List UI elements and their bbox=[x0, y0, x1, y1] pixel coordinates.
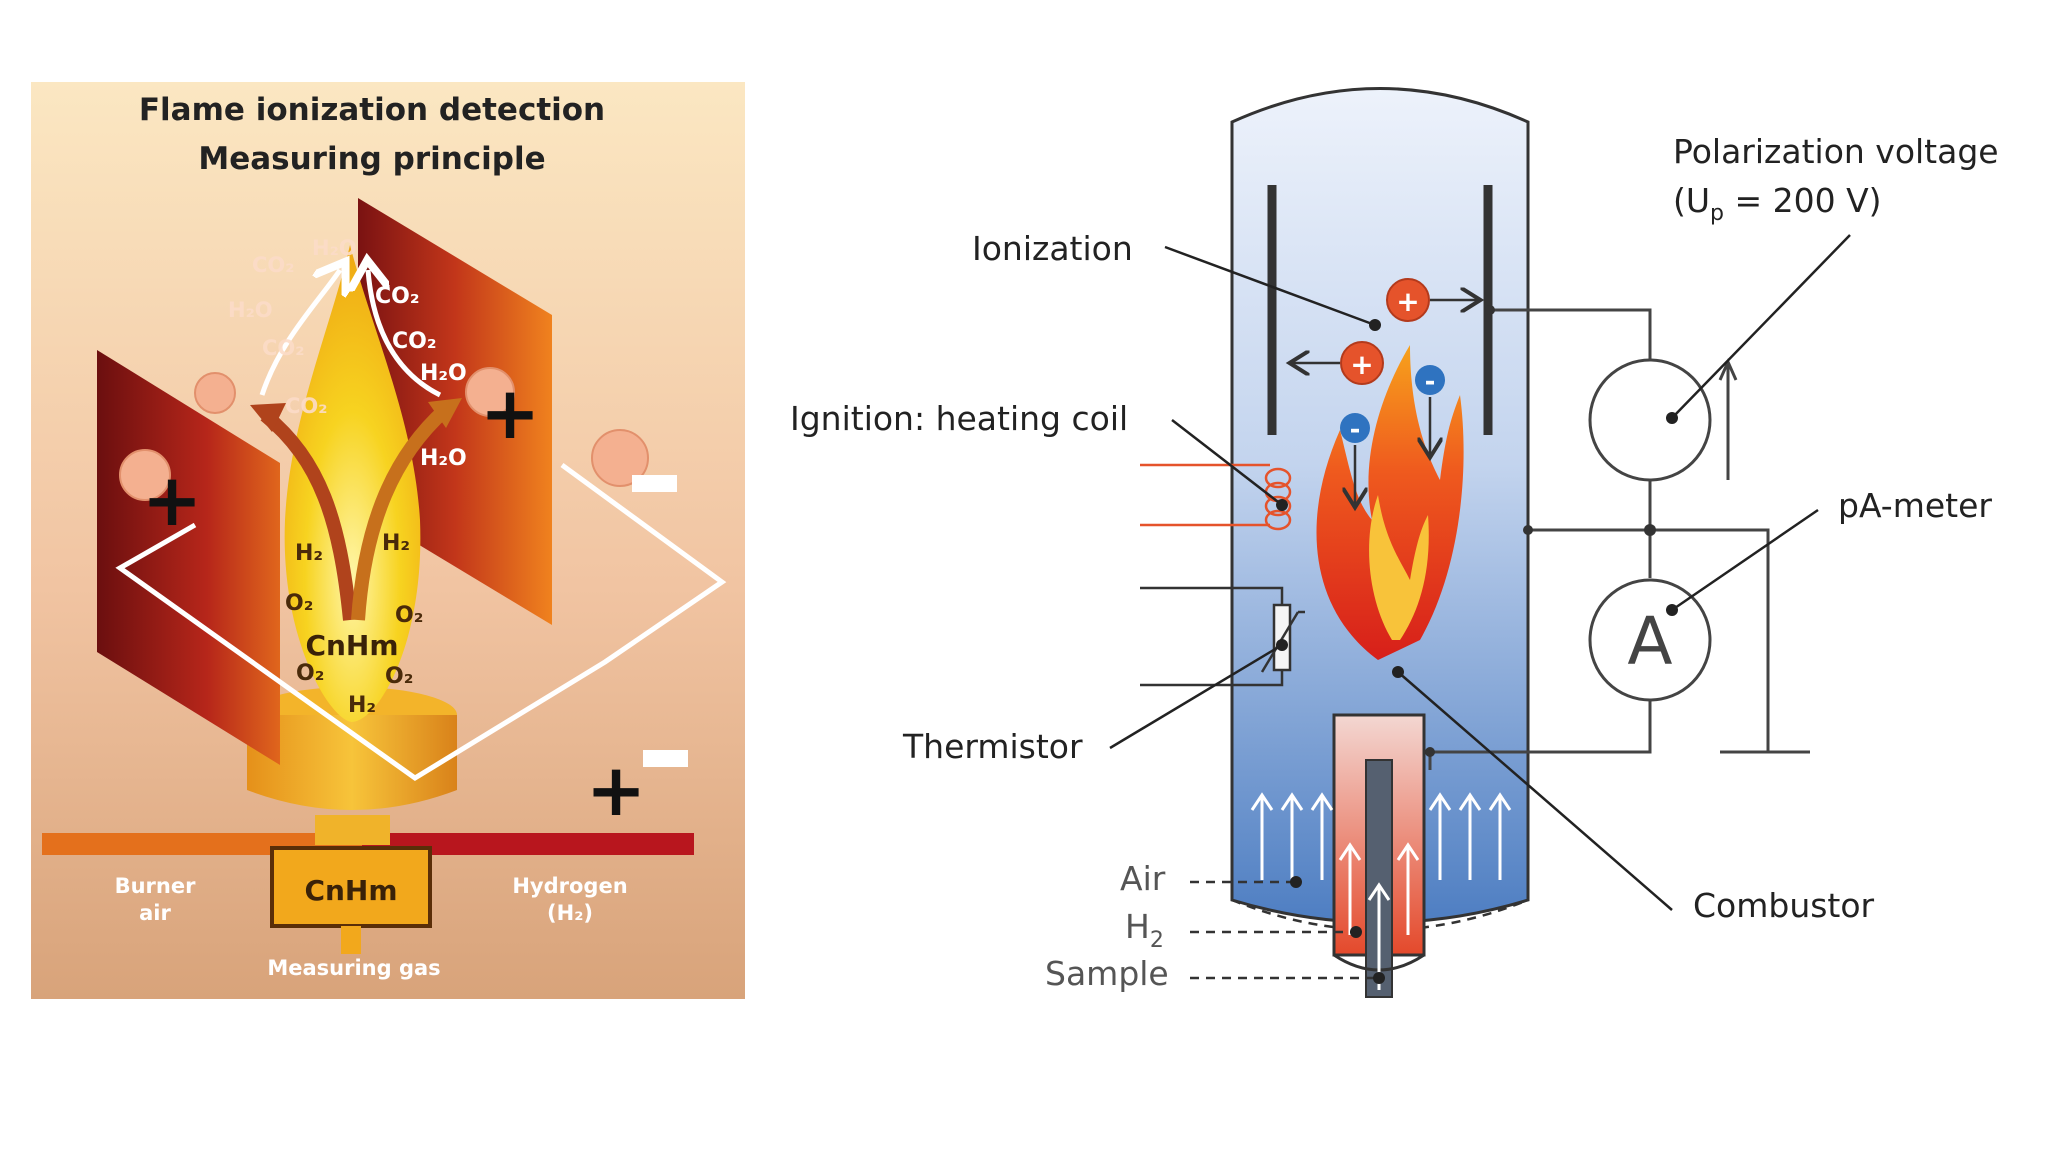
junction-dot-3 bbox=[1485, 305, 1495, 315]
combustor-flame bbox=[1316, 345, 1464, 660]
ion-positive-2 bbox=[1340, 341, 1384, 385]
label-o2-a: O₂ bbox=[285, 591, 313, 616]
label-h2o-d: H₂O bbox=[420, 446, 467, 471]
burner-air-line2: air bbox=[139, 901, 171, 925]
flow-arrow-right bbox=[351, 404, 450, 621]
label-polarization-line2: (Up = 200 V) bbox=[1673, 181, 1882, 226]
leader-dots bbox=[1276, 319, 1678, 678]
label-h2o-a: H₂O bbox=[228, 298, 273, 322]
flow-arrowhead-left bbox=[250, 403, 286, 432]
inlet-dot-sample bbox=[1373, 972, 1385, 984]
left-panel: Flame ionization detection Measuring pri… bbox=[31, 82, 745, 999]
label-co2-c: CO₂ bbox=[285, 394, 327, 418]
label-h2o-c: H₂O bbox=[420, 361, 467, 386]
inlet-leaders bbox=[1190, 880, 1379, 980]
left-title-line2: Measuring principle bbox=[198, 141, 545, 177]
burner-neck bbox=[315, 815, 390, 845]
label-polarization-line1: Polarization voltage bbox=[1673, 132, 1999, 171]
plus-sign-bottom: + bbox=[586, 748, 646, 832]
flow-arrow-left bbox=[260, 409, 357, 621]
h2-subscript: 2 bbox=[1150, 928, 1164, 953]
ion-positive-2-label: + bbox=[1350, 348, 1373, 381]
junction-dot-1 bbox=[1644, 524, 1656, 536]
particle-4 bbox=[591, 429, 649, 487]
ion-positive-1-label: + bbox=[1396, 285, 1419, 318]
label-co2-e: CO₂ bbox=[392, 329, 436, 354]
ion-positive-1 bbox=[1386, 278, 1430, 322]
left-title-line1: Flame ionization detection bbox=[139, 92, 605, 128]
hydrogen-line1: Hydrogen bbox=[512, 874, 627, 898]
combustor-flame-inner bbox=[1369, 495, 1429, 640]
label-ionization: Ionization bbox=[972, 229, 1133, 268]
ion-negative-2-label: - bbox=[1350, 415, 1361, 445]
label-o2-d: O₂ bbox=[385, 664, 413, 689]
particle-2 bbox=[119, 449, 171, 501]
label-air: Air bbox=[1120, 859, 1166, 898]
pa-meter bbox=[1588, 578, 1712, 702]
label-h2-c: H₂ bbox=[348, 693, 376, 718]
minus-sign-1 bbox=[632, 475, 677, 492]
label-co2-d: CO₂ bbox=[375, 284, 419, 309]
exhaust-arrow-2 bbox=[368, 270, 442, 398]
label-h2o-b: H₂O bbox=[312, 236, 357, 260]
burner-body bbox=[247, 715, 457, 810]
polarization-prefix: (U bbox=[1673, 181, 1710, 220]
polarization-suffix: = 200 V) bbox=[1724, 181, 1882, 220]
particle-1 bbox=[194, 372, 236, 414]
air-flow-arrows bbox=[1250, 792, 1512, 990]
inlet-dot-h2 bbox=[1350, 926, 1362, 938]
label-co2-b: CO₂ bbox=[262, 336, 304, 360]
label-thermistor: Thermistor bbox=[902, 727, 1083, 766]
flame bbox=[284, 245, 421, 722]
label-combustor: Combustor bbox=[1693, 886, 1875, 925]
label-co2-a: CO₂ bbox=[252, 253, 294, 277]
label-o2-b: O₂ bbox=[395, 603, 423, 628]
label-h2: H2 bbox=[1125, 907, 1164, 953]
label-h2-b: H₂ bbox=[382, 531, 410, 556]
junction-dot-4 bbox=[1425, 747, 1435, 757]
right-panel: + + - - A bbox=[790, 87, 1999, 998]
burner-rail-right bbox=[362, 833, 694, 855]
polarization-subscript: p bbox=[1710, 201, 1724, 226]
heating-coil bbox=[1140, 463, 1292, 531]
plus-sign-right: + bbox=[480, 371, 540, 455]
label-h2-a: H₂ bbox=[295, 541, 323, 566]
inlet-dot-air bbox=[1290, 876, 1302, 888]
h2-prefix: H bbox=[1125, 907, 1150, 946]
flow-arrowhead-right bbox=[428, 398, 462, 428]
gas-inlet-pipe bbox=[341, 926, 361, 954]
label-ignition: Ignition: heating coil bbox=[790, 399, 1128, 438]
pa-meter-symbol: A bbox=[1627, 603, 1672, 680]
measuring-gas-label: Measuring gas bbox=[267, 956, 440, 980]
plus-sign-left: + bbox=[142, 458, 202, 542]
ion-negative-1-label: - bbox=[1425, 367, 1436, 397]
minus-sign-2 bbox=[643, 750, 688, 767]
particle-3 bbox=[465, 367, 515, 417]
label-pa-meter: pA-meter bbox=[1838, 486, 1992, 525]
circuit-wire bbox=[115, 462, 727, 781]
label-sample: Sample bbox=[1045, 954, 1169, 993]
hydrogen-line2: (H₂) bbox=[547, 901, 593, 925]
ion-negative-1 bbox=[1415, 365, 1445, 395]
label-cnhm-flame: CnHm bbox=[305, 629, 398, 662]
ion-negative-2 bbox=[1340, 413, 1370, 443]
junction-dot-2 bbox=[1523, 525, 1533, 535]
label-o2-c: O₂ bbox=[296, 661, 324, 686]
polarization-voltage-source bbox=[1588, 358, 1712, 482]
burner-air-line1: Burner bbox=[115, 874, 197, 898]
exhaust-arrow-1 bbox=[259, 270, 340, 396]
source-box-label: CnHm bbox=[304, 874, 397, 907]
leader-lines bbox=[1109, 234, 1851, 911]
